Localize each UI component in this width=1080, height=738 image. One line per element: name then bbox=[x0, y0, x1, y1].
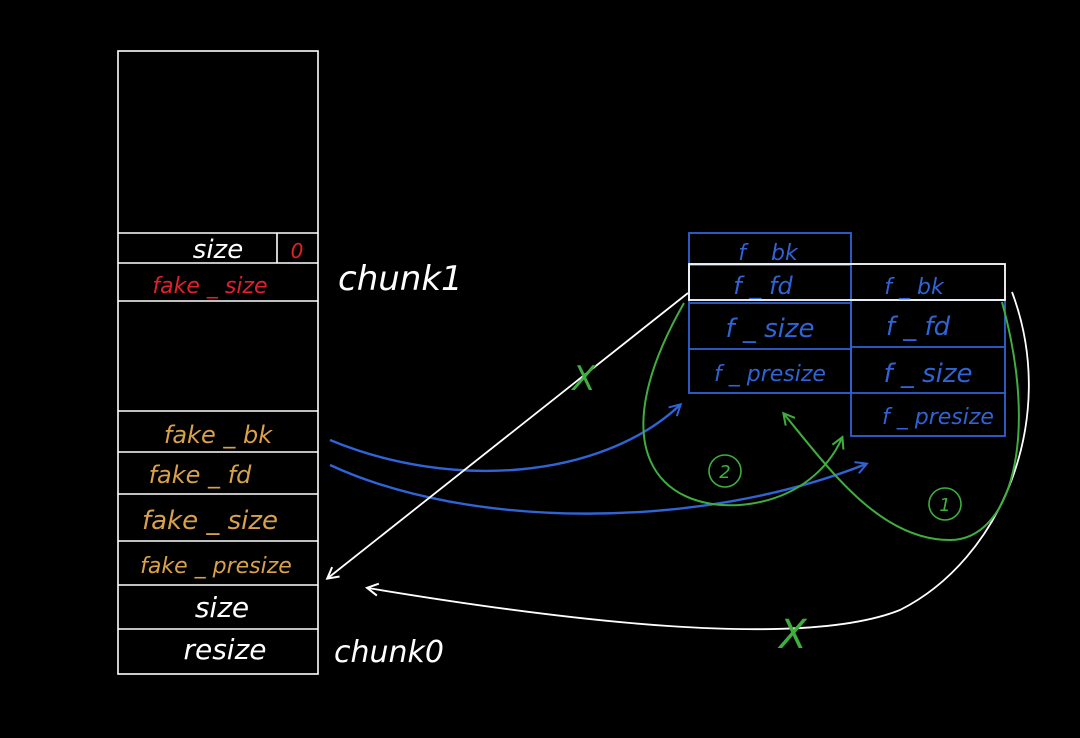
cross-mark-diagonal: X bbox=[570, 359, 596, 399]
chunk1-label: chunk1 bbox=[338, 259, 463, 299]
fake-chunk-b-fd: f _ fd bbox=[886, 312, 951, 342]
fake-chunk-a-bk: f _ bk bbox=[738, 241, 799, 266]
fake-chunk-b-size: f _ size bbox=[883, 359, 972, 389]
step-1-label: 1 bbox=[939, 495, 950, 516]
bottom-return-arrow bbox=[368, 291, 1030, 631]
fake-chunk-a bbox=[688, 232, 852, 394]
step-2-label: 2 bbox=[719, 462, 730, 483]
presize-label: resize bbox=[183, 633, 266, 666]
fake-chunk-b-bk-row bbox=[688, 263, 1006, 301]
size2-label: size bbox=[195, 591, 249, 624]
fake-chunk-a-presize: f _ presize bbox=[714, 362, 826, 387]
fake-fd-arrow bbox=[329, 464, 866, 515]
chunk-stack-outline bbox=[117, 50, 319, 675]
prev-inuse-flag: 0 bbox=[291, 239, 304, 263]
chunk0-label: chunk0 bbox=[334, 635, 444, 670]
cross-mark-bottom: X bbox=[777, 612, 808, 658]
left-chunk-stack bbox=[117, 50, 319, 675]
fake-size-label: fake _ size bbox=[152, 274, 267, 299]
crossed-diagonal-arrow bbox=[328, 292, 689, 578]
fake-chunk-b-bk: f _ bk bbox=[884, 275, 945, 300]
fake-bk-label: fake _ bk bbox=[164, 421, 273, 449]
green-arrow-step-1 bbox=[784, 301, 1020, 542]
step-1-circle bbox=[928, 487, 962, 521]
fake-size2-label: fake _ size bbox=[142, 506, 278, 536]
fake-fd-label: fake _ fd bbox=[149, 461, 253, 489]
fake-presize-label: fake _ presize bbox=[140, 554, 292, 579]
size-label: size bbox=[193, 235, 243, 265]
step-2-circle bbox=[708, 454, 742, 488]
fake-chunk-a-fd: f _ fd bbox=[733, 272, 793, 300]
fake-chunk-a-size: f _ size bbox=[725, 314, 814, 344]
fake-chunk-b-presize: f _ presize bbox=[882, 405, 994, 430]
green-arrow-step-2 bbox=[642, 302, 842, 507]
